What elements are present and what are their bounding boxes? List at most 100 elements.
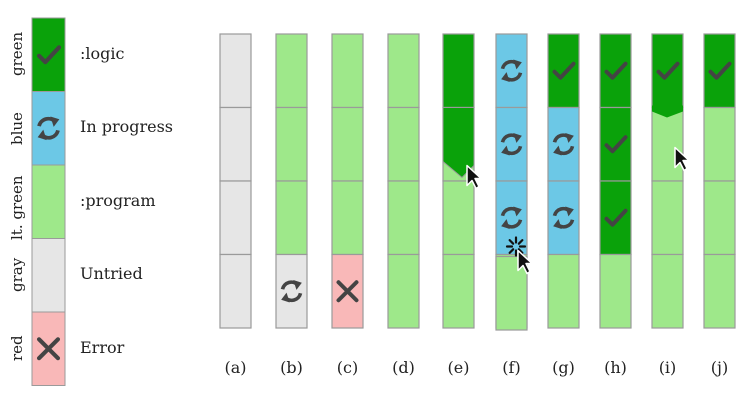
column-cell [219, 180, 252, 256]
refresh-icon [500, 59, 523, 82]
refresh-icon [552, 133, 575, 156]
column-cell [547, 106, 580, 182]
legend-description: Untried [80, 264, 143, 284]
column-cell [599, 253, 632, 329]
refresh-icon [280, 280, 303, 303]
column-cell [495, 33, 528, 109]
columns [219, 33, 736, 331]
column-cell [651, 253, 684, 329]
legend-description: :program [80, 190, 156, 210]
check-icon [604, 208, 628, 227]
legend-swatch [31, 17, 66, 92]
column-label: (e) [447, 358, 470, 377]
cursor-icon [674, 146, 690, 172]
column-cell [387, 33, 420, 109]
process-column [442, 33, 482, 329]
refresh-icon [500, 206, 523, 229]
check-icon [552, 61, 576, 80]
legend-description: Error [80, 337, 125, 357]
process-column [651, 33, 690, 329]
legend-swatch [31, 238, 66, 313]
column-cell [651, 106, 684, 182]
legend-swatch [31, 164, 66, 239]
check-icon [708, 61, 732, 80]
process-column [547, 33, 580, 329]
column-cell [275, 253, 308, 329]
column-cell [442, 33, 475, 109]
column-cell [547, 180, 580, 256]
check-icon [604, 61, 628, 80]
legend-color-name: blue [8, 112, 26, 146]
column-label: (h) [604, 358, 627, 377]
column-cell [495, 106, 528, 182]
legend-description: In progress [80, 117, 174, 137]
column-cell [387, 253, 420, 329]
column-cell [599, 180, 632, 256]
column-cell [651, 33, 684, 109]
progress-wedge [652, 105, 683, 118]
column-cell [442, 253, 475, 329]
cursor-icon [466, 164, 482, 190]
column-cell [599, 106, 632, 182]
column-cell [703, 106, 736, 182]
column-cell [275, 106, 308, 182]
column-cell [599, 33, 632, 109]
legend-item [31, 311, 66, 386]
x-icon [336, 280, 359, 303]
refresh-icon [552, 206, 575, 229]
process-column [331, 33, 364, 329]
legend-item [31, 164, 66, 239]
legend-color-name: red [8, 335, 26, 362]
column-cell [442, 180, 475, 256]
column-cell [703, 33, 736, 109]
legend-color-name: green [8, 31, 26, 76]
column-cell [387, 106, 420, 182]
column-cell [331, 33, 364, 109]
column-cell [387, 180, 420, 256]
check-icon [36, 45, 62, 65]
process-column [275, 33, 308, 329]
column-label: (d) [392, 358, 415, 377]
legend-item [31, 17, 66, 92]
column-cell [219, 33, 252, 109]
column-cell [219, 106, 252, 182]
column-label: (a) [224, 358, 247, 377]
column-cell [331, 106, 364, 182]
process-column [599, 33, 632, 329]
column-cell [219, 253, 252, 329]
legend-swatch [31, 91, 66, 166]
legend-item [31, 91, 66, 166]
column-label: (j) [710, 358, 729, 377]
legend-color-name: lt. green [8, 174, 26, 240]
busy-icon [505, 236, 527, 257]
column-cell [275, 180, 308, 256]
column-label: (i) [658, 358, 677, 377]
check-icon [604, 135, 628, 154]
column-label: (f) [502, 358, 521, 377]
column-label: (b) [280, 358, 303, 377]
process-column [703, 33, 736, 329]
column-cell [703, 180, 736, 256]
column-cell [331, 180, 364, 256]
column-cell [547, 253, 580, 329]
legend [31, 17, 66, 386]
cursor-icon [517, 249, 533, 275]
x-icon [36, 337, 61, 361]
column-cell [495, 255, 528, 331]
column-cell [275, 33, 308, 109]
process-column [495, 33, 533, 331]
legend-color-name: gray [8, 257, 26, 293]
column-cell [547, 33, 580, 109]
column-label: (g) [552, 358, 575, 377]
refresh-icon [500, 133, 523, 156]
legend-item [31, 238, 66, 313]
check-icon [656, 61, 680, 80]
column-label: (c) [336, 358, 359, 377]
refresh-icon [37, 116, 60, 141]
process-column [219, 33, 252, 329]
column-cell [651, 180, 684, 256]
legend-description: :logic [80, 43, 125, 63]
process-column [387, 33, 420, 329]
column-cell [703, 253, 736, 329]
